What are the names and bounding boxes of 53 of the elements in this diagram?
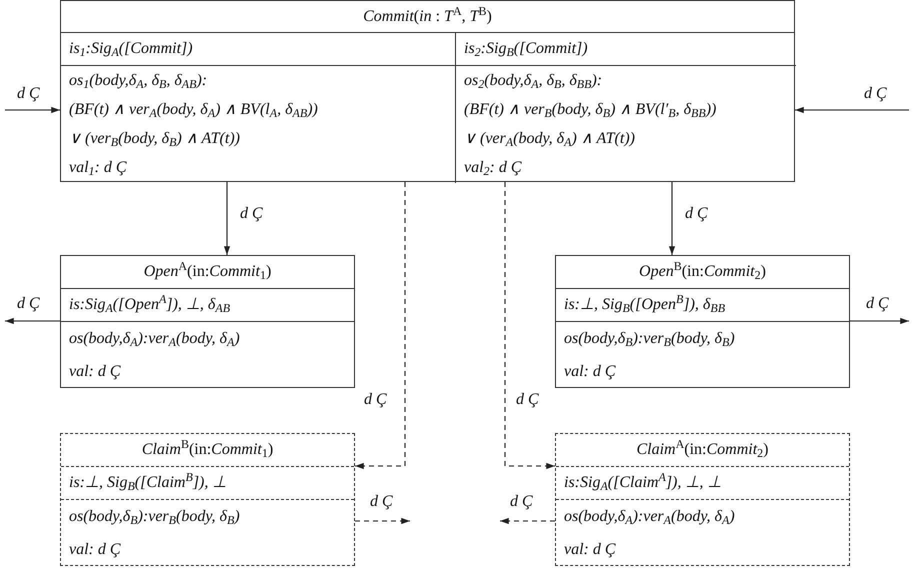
transaction-box — [60, 433, 355, 566]
arrow — [224, 182, 230, 255]
arrow — [500, 518, 555, 524]
box-title: Claim$^{B}$(in:Commit$_{1}$) — [142, 442, 274, 458]
output-compartment — [61, 33, 456, 183]
formula-text: is:Sig$_{A}$([Open$^{A}$]), ⊥, δ$_{AB}$ — [69, 297, 230, 313]
arrow — [504, 182, 555, 470]
arrow — [5, 318, 60, 324]
formula-text: is$_{1}$:Sig$_{A}$([Commit]) — [69, 41, 193, 57]
formula-text: val$_{1}$: d Ç — [69, 160, 127, 176]
box-title: Open$^{A}$(in:Commit$_{1}$) — [144, 264, 272, 280]
formula-text: val: d Ç — [564, 364, 616, 380]
edge-label: d Ç — [362, 392, 389, 408]
formula-text: os$_{1}$(body,δ$_{A}$, δ$_{B}$, δ$_{AB}$): — [69, 72, 208, 88]
edge-label: d Ç — [368, 494, 395, 510]
edge-label: d Ç — [864, 296, 891, 312]
edge-label: d Ç — [514, 392, 541, 408]
formula-text: os(body,δ$_{B}$):ver$_{B}$(body, δ$_{B}$) — [69, 508, 240, 524]
transaction-box — [555, 255, 850, 388]
formula-text: os(body,δ$_{A}$):ver$_{A}$(body, δ$_{A}$) — [564, 508, 735, 524]
formula-text: is:Sig$_{A}$([Claim$^{A}$]), ⊥, ⊥ — [564, 475, 722, 491]
box-title: Commit(in : T$^{A}$, T$^{B}$) — [363, 8, 492, 24]
box-title: Open$^{B}$(in:Commit$_{2}$) — [639, 264, 766, 280]
arrow — [5, 106, 60, 114]
arrow — [668, 182, 676, 255]
formula-text: is$_{2}$:Sig$_{B}$([Commit]) — [464, 41, 588, 57]
formula-text: os$_{2}$(body,δ$_{A}$, δ$_{B}$, δ$_{BB}$): — [464, 72, 602, 88]
edge-label: d Ç — [238, 206, 265, 222]
arrow — [795, 106, 909, 114]
transaction-box — [60, 255, 355, 388]
transaction-box — [555, 433, 850, 566]
formula-text: val: d Ç — [564, 542, 616, 558]
edge-label: d Ç — [683, 206, 710, 222]
edge-label: d Ç — [862, 86, 889, 102]
formula-text: os(body,δ$_{B}$):ver$_{B}$(body, δ$_{B}$) — [564, 330, 735, 346]
arrow — [355, 518, 410, 524]
formula-text: val: d Ç — [69, 542, 121, 558]
formula-text: ∨ (ver$_{B}$(body, δ$_{B}$) ∧ AT(t)) — [69, 130, 240, 146]
formula-text: os(body,δ$_{A}$):ver$_{A}$(body, δ$_{A}$) — [69, 330, 240, 346]
formula-text: (BF(t) ∧ ver$_{A}$(body, δ$_{A}$) ∧ BV(l$_{A}$, δ$_{AB}$)) — [69, 102, 318, 118]
box-title: Claim$^{A}$(in:Commit$_{2}$) — [636, 442, 768, 458]
arrow — [355, 182, 406, 470]
edge-label: d Ç — [15, 296, 42, 312]
formula-text: is:⊥, Sig$_{B}$([Open$^{B}$]), δ$_{BB}$ — [564, 297, 726, 313]
formula-text: val: d Ç — [69, 364, 121, 380]
formula-text: (BF(t) ∧ ver$_{B}$(body, δ$_{B}$) ∧ BV(l′$_{B}$, δ$_{BB}$)) — [464, 102, 716, 118]
edge-label: d Ç — [15, 86, 42, 102]
arrow — [850, 318, 909, 324]
class-box — [60, 0, 795, 182]
edge-label: d Ç — [508, 494, 535, 510]
formula-text: is:⊥, Sig$_{B}$([Claim$^{B}$]), ⊥ — [69, 475, 226, 491]
formula-text: val$_{2}$: d Ç — [464, 160, 522, 176]
formula-text: ∨ (ver$_{A}$(body, δ$_{A}$) ∧ AT(t)) — [464, 130, 635, 146]
